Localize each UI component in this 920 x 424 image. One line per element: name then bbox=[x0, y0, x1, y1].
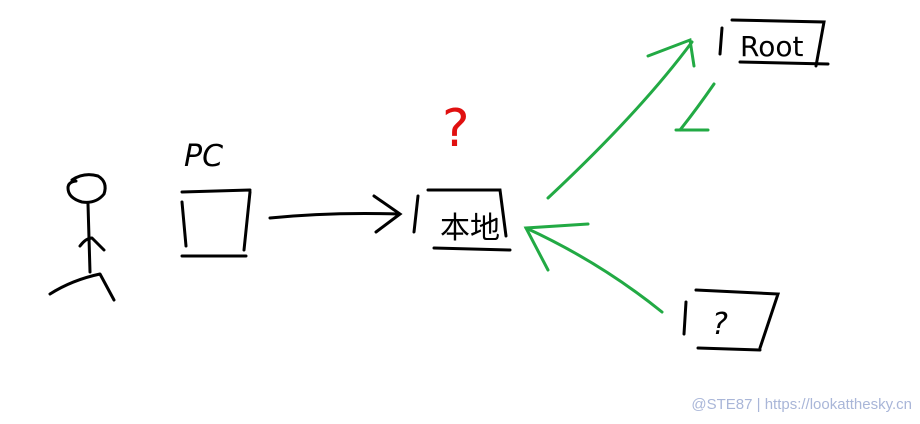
root-response-arrow bbox=[674, 82, 716, 132]
local-node bbox=[412, 188, 512, 252]
root-label: Root bbox=[740, 30, 803, 63]
question-node bbox=[682, 288, 781, 352]
user-legs bbox=[48, 272, 116, 302]
user-arms bbox=[78, 236, 106, 252]
question-box-label: ? bbox=[712, 307, 728, 342]
pc-node bbox=[180, 188, 252, 258]
local-to-root-arrow bbox=[546, 37, 696, 200]
question-to-local-arrow bbox=[523, 222, 664, 314]
red-question-mark: ? bbox=[442, 99, 470, 159]
pc-box bbox=[180, 188, 252, 258]
watermark: @STE87 | https://lookatthesky.cn bbox=[691, 396, 912, 413]
local-label: 本地 bbox=[440, 211, 500, 246]
user-stick-figure bbox=[48, 173, 116, 302]
pc-label: PC bbox=[184, 139, 223, 174]
pc-to-local-arrow bbox=[268, 194, 403, 234]
root-node bbox=[718, 18, 830, 68]
user-head bbox=[66, 173, 107, 204]
